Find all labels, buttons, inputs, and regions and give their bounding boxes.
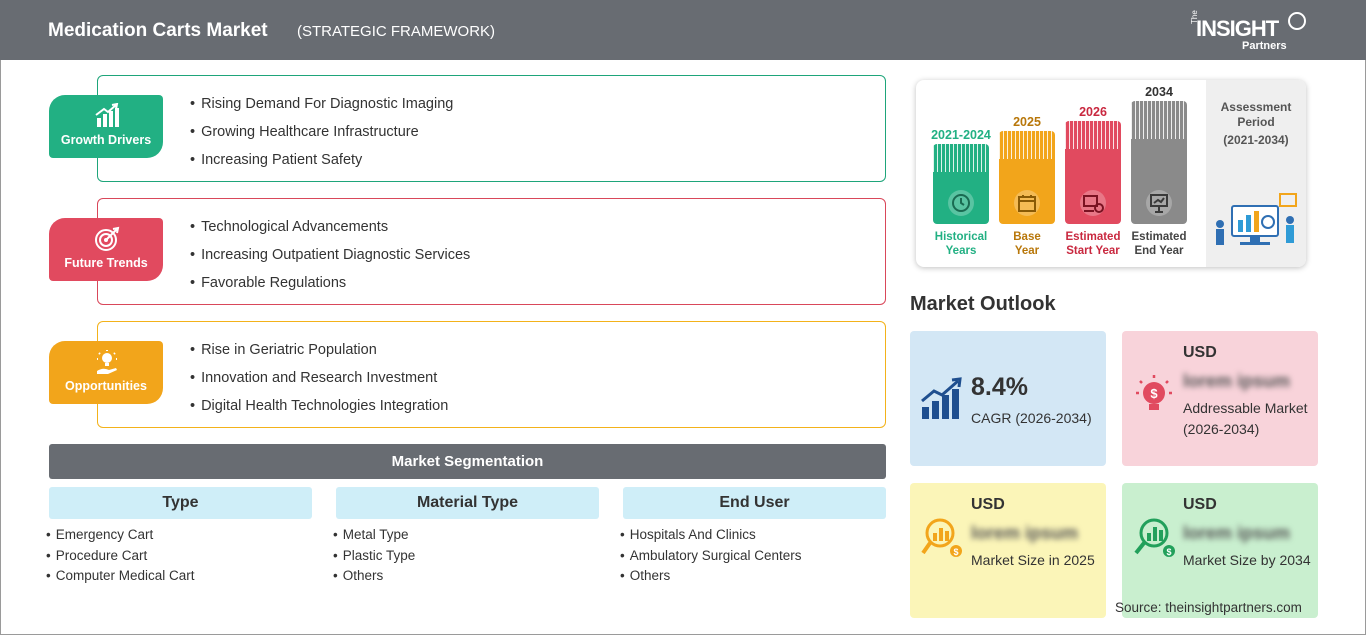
timeline-card: 2021-2024 Historical Years 2025 Base Yea…	[916, 80, 1306, 267]
segment-end-user-heading: End User	[623, 487, 886, 519]
logo-partners: Partners	[1242, 40, 1287, 52]
addressable-value: lorem ipsum	[1183, 371, 1291, 391]
list-item: Procedure Cart	[46, 546, 312, 567]
segment-material-list: Metal Type Plastic Type Others	[333, 525, 599, 587]
addressable-usd: USD	[1183, 344, 1217, 361]
forecast-icon	[1080, 190, 1106, 216]
segment-material-column: Material Type Metal Type Plastic Type Ot…	[336, 487, 599, 587]
opportunities-badge: Opportunities	[49, 341, 163, 404]
list-item: Growing Healthcare Infrastructure	[190, 122, 453, 150]
header-bar: Medication Carts Market (STRATEGIC FRAME…	[0, 0, 1366, 60]
insight-partners-logo[interactable]: The INSIGHT Partners	[1190, 10, 1310, 54]
future-trends-list: Technological Advancements Increasing Ou…	[190, 217, 470, 301]
list-item: Others	[620, 566, 886, 587]
list-item: Metal Type	[333, 525, 599, 546]
market-size-2025-card: $ USD lorem ipsum Market Size in 2025	[910, 483, 1106, 618]
opportunities-label: Opportunities	[65, 379, 147, 393]
list-item: Technological Advancements	[190, 217, 470, 245]
segment-material-heading: Material Type	[336, 487, 599, 519]
growth-drivers-label: Growth Drivers	[60, 133, 152, 147]
svg-text:$: $	[953, 547, 958, 557]
segment-type-list: Emergency Cart Procedure Cart Computer M…	[46, 525, 312, 587]
list-item: Digital Health Technologies Integration	[190, 396, 448, 424]
timeline-bar	[933, 144, 989, 224]
timeline-year: 2021-2024	[931, 128, 991, 142]
timeline-bar	[999, 131, 1055, 224]
growth-chart-icon	[921, 377, 962, 419]
history-icon	[948, 190, 974, 216]
size-2034-usd: USD	[1183, 496, 1217, 513]
list-item: Emergency Cart	[46, 525, 312, 546]
cagr-card: 8.4% CAGR (2026-2034)	[910, 331, 1106, 466]
future-trends-label: Future Trends	[64, 256, 148, 270]
addressable-label: Addressable Market (2026-2034)	[1183, 400, 1308, 437]
timeline-year: 2026	[1079, 105, 1107, 119]
timeline-year: 2034	[1145, 85, 1173, 99]
size-2025-value: lorem ipsum	[971, 523, 1079, 543]
list-item: Rise in Geriatric Population	[190, 340, 448, 368]
growth-drivers-panel: Rising Demand For Diagnostic Imaging Gro…	[97, 75, 886, 182]
calendar-icon	[1014, 190, 1040, 216]
logo-insight: INSIGHT	[1196, 16, 1279, 41]
opportunities-panel: Rise in Geriatric Population Innovation …	[97, 321, 886, 428]
market-size-2034-card: $ USD lorem ipsum Market Size by 2034	[1122, 483, 1318, 618]
opportunities-list: Rise in Geriatric Population Innovation …	[190, 340, 448, 424]
market-segmentation-header: Market Segmentation	[49, 444, 886, 479]
list-item: Increasing Patient Safety	[190, 150, 453, 178]
page-title: Medication Carts Market	[48, 20, 268, 41]
market-outlook-title: Market Outlook	[910, 293, 1056, 315]
list-item: Hospitals And Clinics	[620, 525, 886, 546]
list-item: Others	[333, 566, 599, 587]
list-item: Computer Medical Cart	[46, 566, 312, 587]
size-2034-label: Market Size by 2034	[1183, 552, 1311, 568]
size-2025-usd: USD	[971, 496, 1005, 513]
segment-type-column: Type Emergency Cart Procedure Cart Compu…	[49, 487, 312, 587]
magnifier-chart-icon: $	[921, 518, 962, 557]
segment-end-user-column: End User Hospitals And Clinics Ambulator…	[623, 487, 886, 587]
timeline-caption: Base Year	[1013, 231, 1041, 257]
timeline-year: 2025	[1013, 115, 1041, 129]
magnifier-chart-icon: $	[1134, 518, 1175, 557]
growth-drivers-badge: Growth Drivers	[49, 95, 163, 158]
timeline-bar	[1131, 101, 1187, 224]
idea-hand-icon	[97, 350, 117, 374]
bulb-dollar-icon: $	[1136, 375, 1172, 410]
presentation-icon	[1146, 190, 1172, 216]
future-trends-badge: Future Trends	[49, 218, 163, 281]
assessment-title: Assessment Period	[1220, 100, 1292, 129]
segment-end-user-list: Hospitals And Clinics Ambulatory Surgica…	[620, 525, 886, 587]
assessment-period-panel: Assessment Period (2021-2034)	[1206, 80, 1306, 267]
growth-drivers-list: Rising Demand For Diagnostic Imaging Gro…	[190, 94, 453, 178]
timeline-caption: Estimated End Year	[1131, 231, 1187, 257]
list-item: Plastic Type	[333, 546, 599, 567]
list-item: Increasing Outpatient Diagnostic Service…	[190, 245, 470, 273]
list-item: Favorable Regulations	[190, 273, 470, 301]
logo-ring-icon	[1288, 12, 1306, 30]
svg-text:$: $	[1150, 386, 1158, 401]
list-item: Ambulatory Surgical Centers	[620, 546, 886, 567]
analytics-people-icon	[1216, 193, 1297, 245]
svg-text:$: $	[1166, 547, 1171, 557]
target-icon	[95, 226, 120, 251]
timeline-caption: Historical Years	[934, 231, 988, 257]
page-subtitle: (STRATEGIC FRAMEWORK)	[297, 23, 496, 40]
timeline-caption: Estimated Start Year	[1065, 231, 1121, 257]
list-item: Innovation and Research Investment	[190, 368, 448, 396]
timeline-bar	[1065, 121, 1121, 224]
future-trends-panel: Technological Advancements Increasing Ou…	[97, 198, 886, 305]
source-credit[interactable]: Source: theinsightpartners.com	[1115, 600, 1302, 615]
cagr-value: 8.4%	[971, 373, 1028, 401]
addressable-market-card: $ USD lorem ipsum Addressable Market (20…	[1122, 331, 1318, 466]
size-2034-value: lorem ipsum	[1183, 523, 1291, 543]
bar-growth-icon	[95, 103, 119, 127]
assessment-range: (2021-2034)	[1223, 133, 1289, 147]
cagr-label: CAGR (2026-2034)	[971, 410, 1092, 426]
segment-type-heading: Type	[49, 487, 312, 519]
size-2025-label: Market Size in 2025	[971, 552, 1095, 568]
list-item: Rising Demand For Diagnostic Imaging	[190, 94, 453, 122]
